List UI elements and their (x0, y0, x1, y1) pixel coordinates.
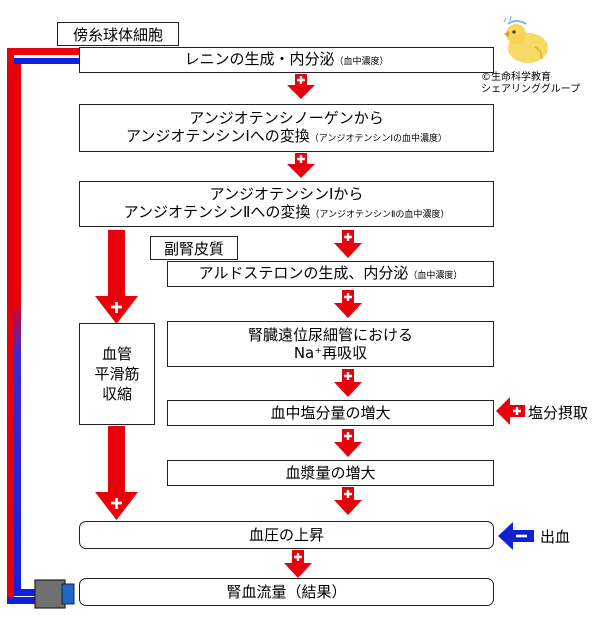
arrow-ang2-to-aldosterone (334, 230, 362, 258)
chick-mascot-icon (503, 15, 548, 63)
arrow-bp-to-renal-flow (284, 550, 312, 578)
vessel-line3: 収縮 (101, 385, 132, 403)
credit-line1: ©生命科学教育 (481, 72, 551, 83)
salt-increase-text: 血中塩分量の増大 (270, 404, 391, 422)
arrow-ang2-to-vessel (95, 230, 138, 324)
bleeding-label: 出血 (540, 528, 571, 546)
juxtaglomerular-cell-text: 傍糸球体細胞 (72, 25, 163, 44)
ang1-box: アンジオテンシノーゲンから アンジオテンシンⅠへの変換（アンジオテンシンⅠの血中… (79, 104, 494, 152)
renin-sub: （血中濃度） (334, 56, 389, 67)
aldosterone-text: アルドステロンの生成、内分泌 (198, 263, 409, 282)
ang2-sub: （アンジオテンシンⅡの血中濃度） (310, 209, 450, 220)
arrow-vessel-to-bp (95, 426, 138, 520)
bp-rise-box: 血圧の上昇 (79, 521, 494, 549)
arrow-bleeding (498, 522, 534, 550)
aldosterone-sub: （血中濃度） (408, 270, 463, 281)
na-line2: Na⁺再吸収 (293, 344, 368, 362)
vessel-line2: 平滑筋 (94, 365, 140, 383)
plasma-increase-box: 血漿量の増大 (167, 460, 494, 486)
ang1-line1: アンジオテンシノーゲンから (189, 108, 384, 127)
bp-rise-text: 血圧の上昇 (248, 526, 324, 544)
arrow-salt-intake (496, 397, 525, 425)
arrow-na-to-salt (334, 369, 362, 397)
arrow-plasma-to-bp (334, 487, 362, 515)
vessel-line1: 血管 (101, 345, 132, 363)
plasma-increase-text: 血漿量の増大 (285, 464, 376, 482)
adrenal-cortex-label: 副腎皮質 (150, 236, 238, 260)
ang2-box: アンジオテンシンⅠから アンジオテンシンⅡへの変換（アンジオテンシンⅡの血中濃度… (79, 181, 494, 227)
aldosterone-box: アルドステロンの生成、内分泌（血中濃度） (167, 261, 494, 287)
vessel-constriction-box: 血管 平滑筋 収縮 (79, 323, 155, 425)
na-reabsorption-box: 腎臓遠位尿細管における Na⁺再吸収 (167, 321, 494, 367)
renin-text: レニンの生成・内分泌 (184, 49, 335, 68)
arrow-renin-to-ang1 (287, 74, 315, 99)
vessel-constriction-icon (34, 579, 75, 609)
salt-intake-label: 塩分摂取 (528, 404, 589, 422)
credit-text: ©生命科学教育 シェアリンググループ (481, 72, 580, 96)
ang1-sub: （アンジオテンシンⅠの血中濃度） (309, 133, 448, 144)
salt-increase-box: 血中塩分量の増大 (167, 400, 494, 426)
renal-flow-text: 腎血流量（結果） (226, 583, 347, 601)
ang2-line1: アンジオテンシンⅠから (209, 184, 364, 203)
arrow-ang1-to-ang2 (287, 153, 315, 178)
renin-box: レニンの生成・内分泌（血中濃度） (79, 47, 494, 73)
juxtaglomerular-cell-label: 傍糸球体細胞 (57, 22, 179, 46)
renal-flow-box: 腎血流量（結果） (79, 578, 494, 606)
feedback-loop (7, 48, 79, 604)
arrow-salt-to-plasma (334, 429, 362, 457)
ang1-line2: アンジオテンシンⅠへの変換 (125, 126, 310, 145)
arrow-aldosterone-to-na (334, 290, 362, 318)
adrenal-cortex-text: 副腎皮質 (163, 239, 224, 258)
ang2-line2: アンジオテンシンⅡへの変換 (123, 202, 311, 221)
credit-line2: シェアリンググループ (481, 84, 581, 95)
na-line1: 腎臓遠位尿細管における (247, 326, 413, 344)
